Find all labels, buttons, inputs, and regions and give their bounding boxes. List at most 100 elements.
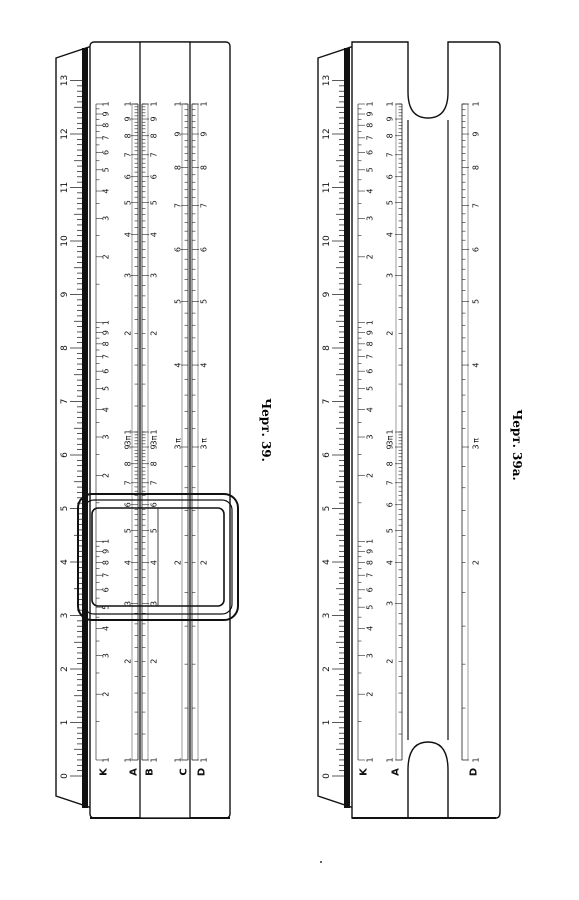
scale-label: 6 (124, 174, 133, 179)
ruler-number: 9 (322, 291, 332, 297)
scale-label: 1 (472, 757, 481, 762)
scale-label: 4 (124, 560, 133, 565)
scale-label: 1 (124, 429, 133, 434)
ruler-number: 10 (322, 235, 332, 247)
scale-letter-A: A (391, 768, 402, 776)
scale-label: 6 (102, 587, 111, 592)
scale-label: 1 (150, 429, 159, 434)
scale-label: 5 (124, 528, 133, 533)
scale-label: 6 (366, 369, 375, 374)
scale-label: 4 (150, 560, 159, 565)
caption-figure-39: Черт. 39. (259, 398, 273, 462)
ruler-number: 11 (60, 182, 70, 193)
scale-label: 7 (102, 354, 111, 359)
scale-label: 2 (366, 473, 375, 478)
scale-label: 9 (150, 444, 159, 449)
ruler-number: 3 (60, 613, 70, 619)
scale-label: 7 (102, 573, 111, 578)
ruler-number: 1 (60, 720, 70, 726)
scale-label: 3 (366, 434, 375, 439)
scale-label: 8 (174, 165, 183, 170)
scale-label: 4 (366, 407, 375, 412)
scale-label: 7 (124, 152, 133, 157)
scale-label: 8 (366, 560, 375, 565)
scale-label: 1 (366, 757, 375, 762)
scale-label: 6 (200, 247, 209, 252)
cursor-frame[interactable] (77, 493, 239, 621)
scale-label: 5 (472, 299, 481, 304)
scale-label: 1 (200, 101, 209, 106)
scale-label: 1 (150, 757, 159, 762)
ruler-number: 13 (322, 75, 332, 86)
scale-label: 4 (102, 188, 111, 193)
scale-label: 5 (150, 200, 159, 205)
scale-label: 8 (386, 461, 395, 466)
scale-label: 8 (386, 133, 395, 138)
scale-label: 4 (200, 363, 209, 368)
scale-label: 3 (124, 273, 133, 278)
scale-label: 7 (150, 480, 159, 485)
ruler-number: 12 (60, 128, 70, 139)
scale-label: 3 (200, 444, 209, 449)
scale-label: 8 (150, 461, 159, 466)
scale-band (181, 103, 189, 761)
scale-label: 3 (174, 444, 183, 449)
scale-label: 4 (102, 626, 111, 631)
ruler-number: 7 (60, 399, 70, 405)
scale-label: π (174, 438, 183, 443)
scale-label: 1 (102, 320, 111, 325)
scale-label: 8 (200, 165, 209, 170)
scale-label: 3 (124, 601, 133, 606)
scale-label: 3 (102, 434, 111, 439)
scale-label: 1 (102, 101, 111, 106)
scale-label: 5 (200, 299, 209, 304)
scale-label: 6 (366, 587, 375, 592)
scale-label: 9 (124, 444, 133, 449)
ruler-number: 7 (322, 399, 332, 405)
scale-letter-K: K (359, 767, 370, 776)
scale-label: 5 (150, 528, 159, 533)
scale-letter-C: C (179, 768, 190, 775)
scale-label: 1 (102, 539, 111, 544)
ruler-number: 6 (60, 452, 70, 458)
scale-label: 5 (102, 605, 111, 610)
scale-label: 6 (174, 247, 183, 252)
scale-label: 4 (366, 626, 375, 631)
scale-label: 2 (150, 331, 159, 336)
scale-label: 9 (200, 131, 209, 136)
ruler-number: 6 (322, 452, 332, 458)
scale-label: 3 (472, 444, 481, 449)
scale-letter-A: A (129, 768, 140, 776)
scale-label: 1 (124, 101, 133, 106)
ruler-number: 2 (322, 666, 332, 672)
scale-label: 9 (386, 116, 395, 121)
scale-label: 9 (150, 116, 159, 121)
scale-label: 7 (366, 135, 375, 140)
scale-label: 8 (150, 133, 159, 138)
scale-label: 5 (102, 167, 111, 172)
scale-label: 5 (124, 200, 133, 205)
scale-label: 2 (150, 659, 159, 664)
rule-slide (139, 41, 191, 819)
scale-label: 3 (102, 216, 111, 221)
scale-label: 4 (386, 560, 395, 565)
scale-label: 8 (472, 165, 481, 170)
scale-label: 3 (386, 273, 395, 278)
scale-label: 1 (200, 757, 209, 762)
ruler-number: 12 (322, 128, 332, 139)
scale-label: 2 (124, 659, 133, 664)
scale-label: 3 (366, 653, 375, 658)
ruler-number: 5 (322, 506, 332, 512)
scale-label: 8 (366, 123, 375, 128)
ruler-number: 11 (322, 182, 332, 193)
scale-label: 1 (150, 101, 159, 106)
ruler-number: 4 (322, 559, 332, 565)
scale-label: 6 (150, 502, 159, 507)
scale-label: 1 (124, 757, 133, 762)
scale-label: 1 (386, 757, 395, 762)
scale-label: 6 (124, 502, 133, 507)
scale-label: 2 (472, 560, 481, 565)
scale-label: 2 (102, 473, 111, 478)
